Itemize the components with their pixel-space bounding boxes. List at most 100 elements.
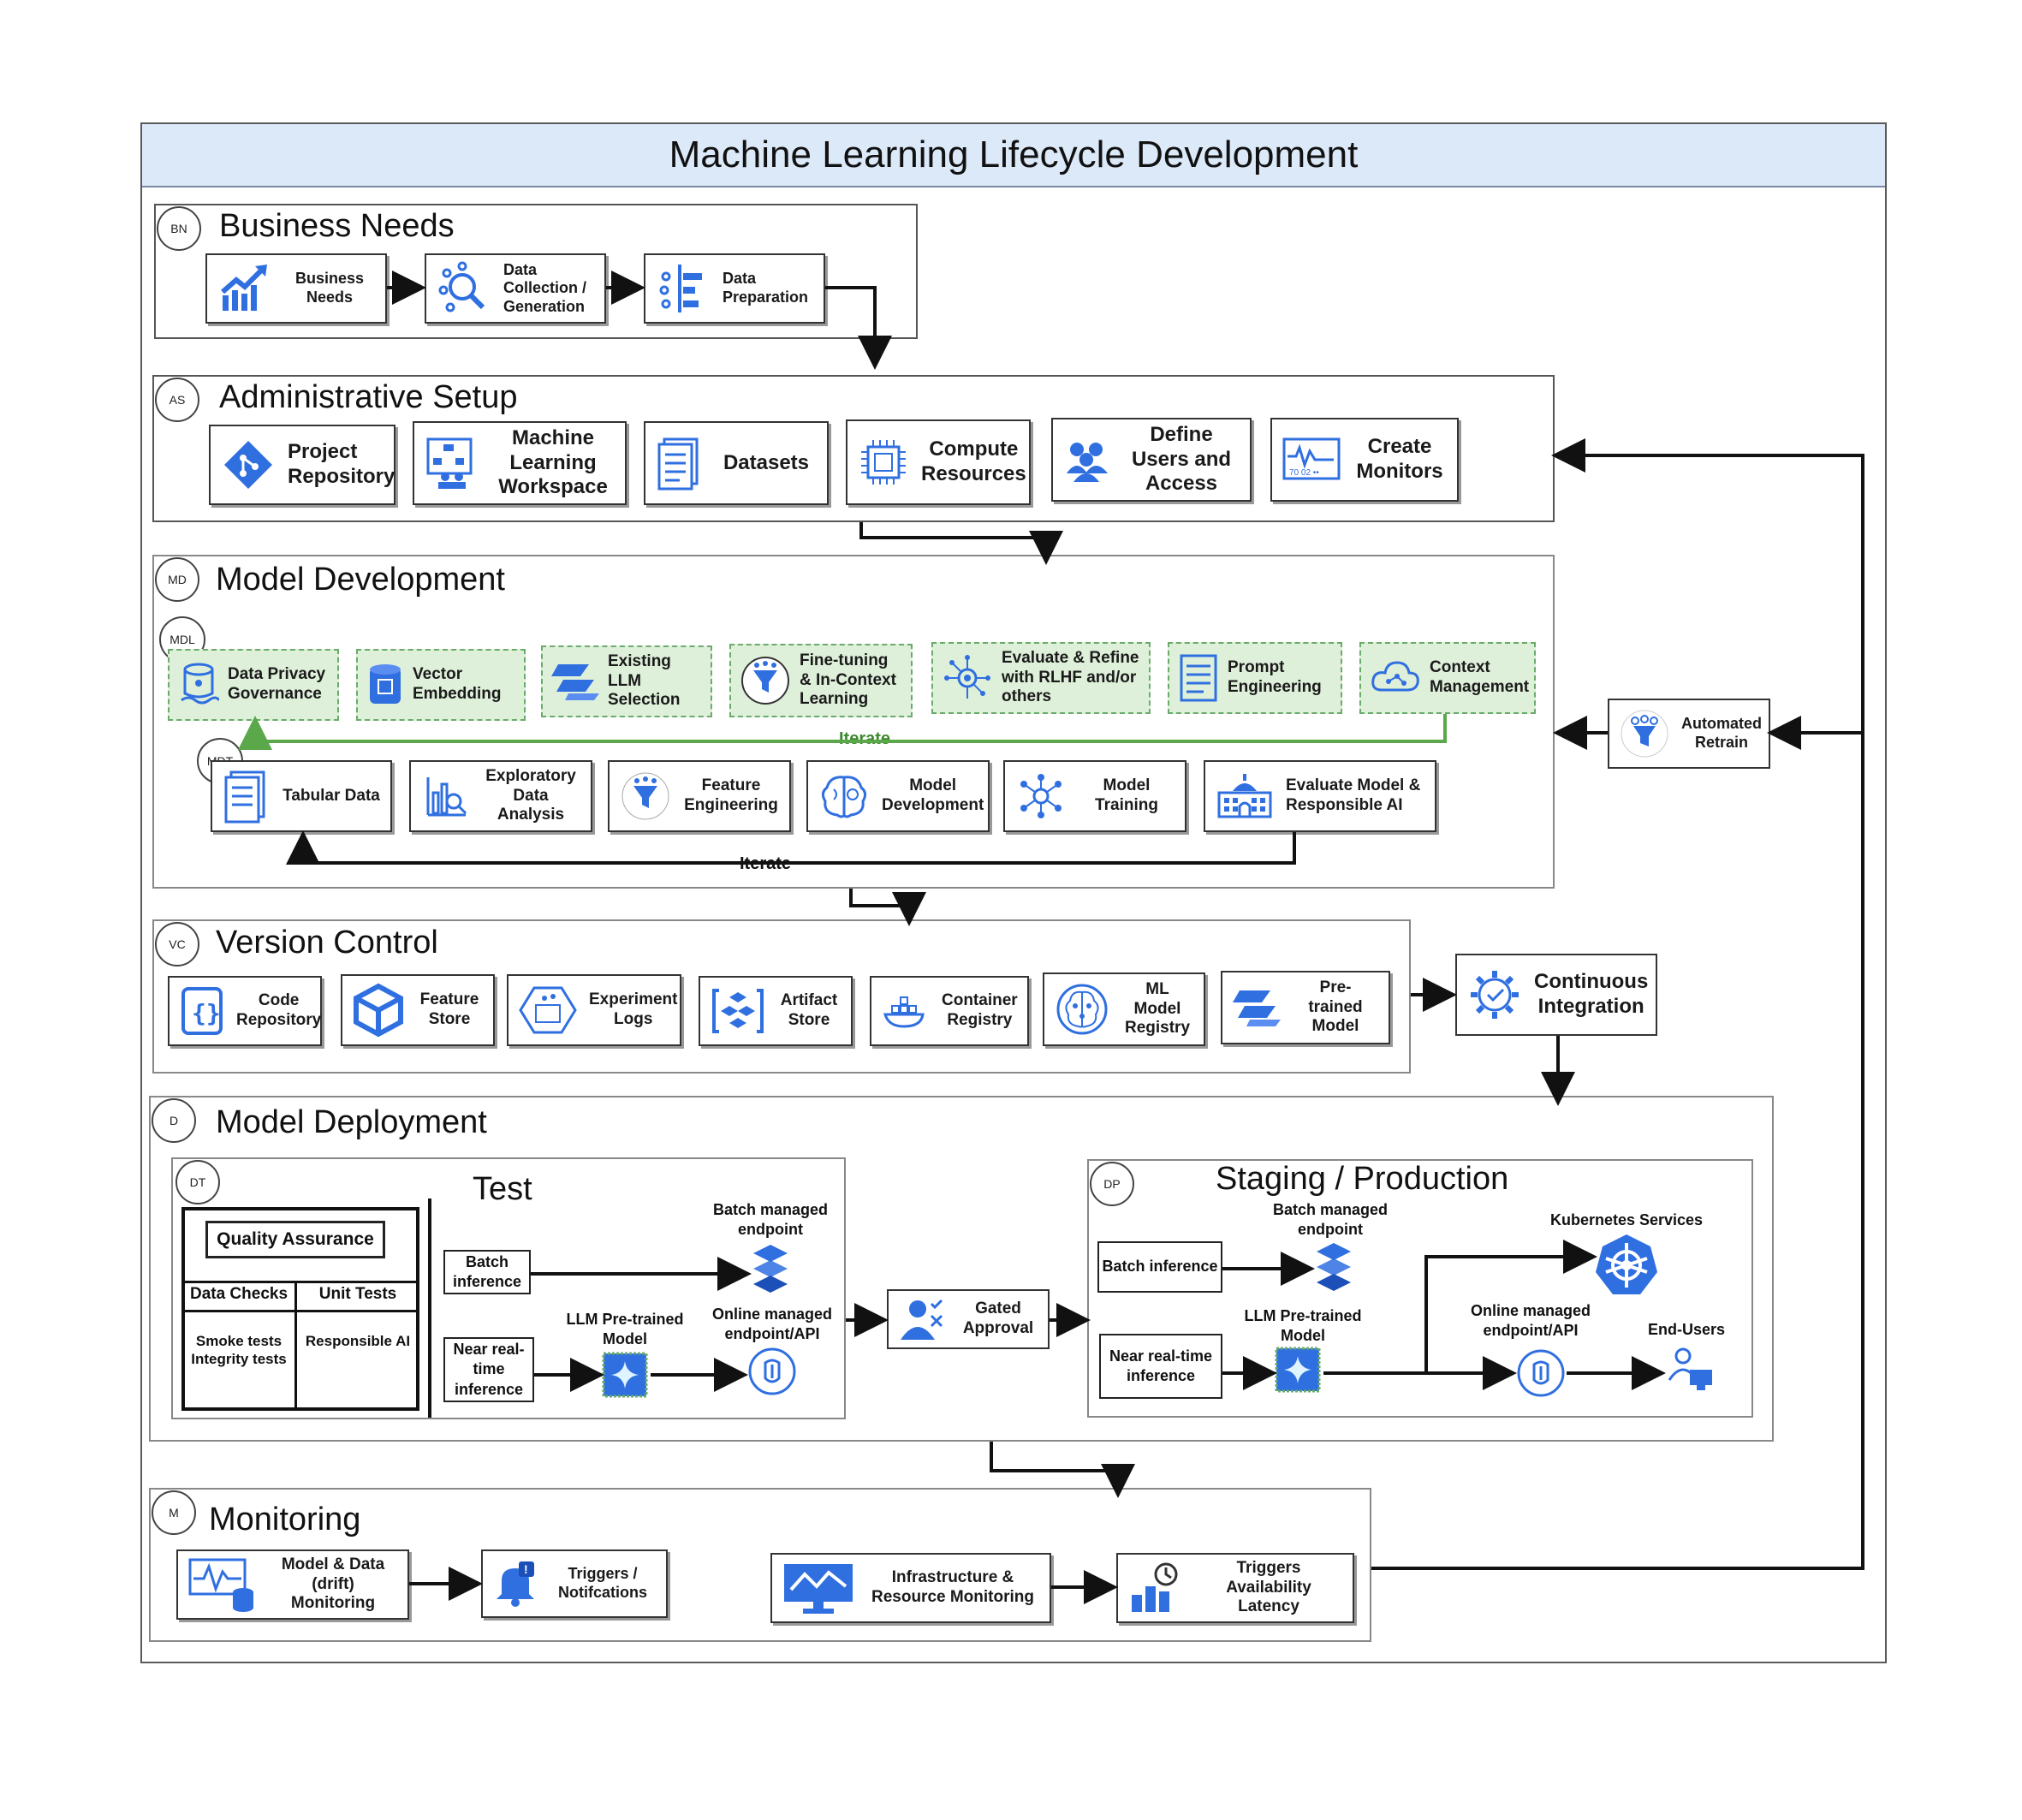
database-icon	[178, 661, 219, 709]
define-users-node[interactable]: Define Users and Access	[1051, 418, 1252, 502]
monitoring-title: Monitoring	[209, 1502, 361, 1537]
kubernetes-icon	[1594, 1233, 1659, 1298]
retrain-icon	[1620, 709, 1669, 758]
tab-item-eda[interactable]: Exploratory Data Analysis	[409, 760, 592, 832]
tab-item-feature-engineering[interactable]: Feature Engineering	[608, 760, 791, 832]
business-needs-title: Business Needs	[219, 208, 455, 244]
chip-icon	[858, 437, 909, 488]
staging-near-realtime[interactable]: Near real-time inference	[1099, 1334, 1222, 1399]
git-icon	[221, 437, 276, 492]
llm-item-fine-tuning[interactable]: Fine-tuning & In-Context Learning	[729, 644, 913, 717]
staging-batch-endpoint-icon	[1315, 1241, 1353, 1293]
ml-workspace-node[interactable]: Machine Learning Workspace	[413, 421, 627, 505]
vc-experiment-logs[interactable]: Experiment Logs	[507, 974, 681, 1046]
datasets-node[interactable]: Datasets	[644, 421, 829, 505]
staging-badge: DP	[1090, 1162, 1134, 1206]
llm-item-data-privacy[interactable]: Data Privacy Governance	[168, 649, 339, 721]
staging-online-endpoint-icon	[1515, 1347, 1567, 1399]
mon-triggers-notifications[interactable]: ! Triggers / Notifcations	[481, 1549, 668, 1618]
vc-pretrained-model[interactable]: Pre-trained Model	[1221, 971, 1390, 1044]
analysis-icon	[421, 772, 469, 820]
arrow-md-to-vc	[849, 889, 926, 926]
mon-triggers-availability[interactable]: Triggers Availability Latency	[1116, 1553, 1354, 1623]
test-batch-inference[interactable]: Batch inference	[443, 1250, 531, 1294]
diagram-title: Machine Learning Lifecycle Development	[142, 124, 1885, 187]
model-development-badge: MD	[155, 557, 199, 602]
cylinder-icon	[366, 661, 404, 709]
test-batch-endpoint-label: Batch managed endpoint	[712, 1201, 829, 1238]
staging-batch-inference[interactable]: Batch inference	[1097, 1241, 1222, 1293]
users-icon	[1063, 436, 1111, 484]
mon-infrastructure[interactable]: Infrastructure & Resource Monitoring	[770, 1553, 1051, 1623]
arrow-deploy-to-mon	[990, 1442, 1135, 1498]
svg-text:70 02 ••: 70 02 ••	[1289, 468, 1319, 478]
building-icon	[1216, 772, 1274, 820]
arrow-llm-iterate	[238, 714, 1447, 750]
llm-item-prompt-engineering[interactable]: Prompt Engineering	[1168, 642, 1342, 714]
vc-code-repository[interactable]: {} Code Repository	[168, 976, 322, 1046]
vc-artifact-store[interactable]: Artifact Store	[699, 976, 853, 1046]
drift-monitor-icon	[188, 1556, 257, 1613]
qa-cell-responsible-ai: Responsible AI	[305, 1333, 411, 1349]
qa-grid	[181, 1207, 419, 1411]
arrow-stg-to-k8s	[1424, 1240, 1597, 1373]
cloud-icon	[1370, 657, 1421, 699]
qa-hline-2	[183, 1310, 418, 1312]
staging-llm-model-label: LLM Pre-trained Model	[1244, 1307, 1362, 1344]
monitor-icon: 70 02 ••	[1282, 436, 1341, 484]
bell-icon: !	[493, 1560, 538, 1608]
test-title: Test	[473, 1171, 532, 1207]
business-needs-node[interactable]: Business Needs	[205, 253, 387, 324]
llm-item-existing-llm[interactable]: Existing LLM Selection	[541, 645, 712, 717]
document-icon	[656, 436, 704, 491]
data-search-icon	[437, 261, 491, 316]
test-badge: DT	[175, 1160, 220, 1204]
funnel-icon	[620, 770, 671, 822]
llm-item-context-management[interactable]: Context Management	[1359, 642, 1536, 714]
braces-icon: {}	[180, 985, 224, 1037]
growth-chart-icon	[217, 261, 272, 316]
compute-resources-node[interactable]: Compute Resources	[846, 419, 1031, 505]
artifact-icon	[711, 985, 765, 1037]
vc-feature-store[interactable]: Feature Store	[341, 974, 495, 1046]
approval-user-icon	[899, 1297, 947, 1341]
data-collection-node[interactable]: Data Collection / Generation	[425, 253, 606, 324]
create-monitors-node[interactable]: 70 02 •• Create Monitors	[1270, 418, 1459, 502]
workspace-icon	[425, 436, 479, 491]
continuous-integration-node[interactable]: Continuous Integration	[1455, 954, 1657, 1036]
vc-ml-model-registry[interactable]: ML Model Registry	[1043, 972, 1205, 1046]
admin-setup-title: Administrative Setup	[219, 379, 518, 415]
svg-text:{}: {}	[192, 999, 221, 1027]
gated-approval-node[interactable]: Gated Approval	[887, 1289, 1050, 1349]
data-preparation-node[interactable]: Data Preparation	[644, 253, 825, 324]
online-endpoint-icon	[746, 1346, 798, 1397]
llm-item-vector-embedding[interactable]: Vector Embedding	[356, 649, 526, 721]
test-near-realtime[interactable]: Near real-time inference	[443, 1337, 534, 1402]
batch-endpoint-icon	[752, 1243, 789, 1294]
arrow-bn-to-as	[825, 286, 892, 370]
test-llm-model-label: LLM Pre-trained Model	[566, 1311, 684, 1347]
tab-item-model-development[interactable]: Model Development	[806, 760, 990, 832]
business-needs-badge: BN	[157, 206, 201, 251]
tab-item-model-training[interactable]: Model Training	[1003, 760, 1186, 832]
cube-icon	[353, 983, 404, 1038]
qa-cell-smoke-tests: Smoke tests Integrity tests	[191, 1333, 287, 1368]
vc-container-registry[interactable]: Container Registry	[870, 976, 1029, 1046]
llm-icon	[551, 661, 599, 702]
ci-gear-icon	[1467, 967, 1522, 1022]
project-repository-node[interactable]: Project Repository	[209, 425, 395, 505]
network-icon	[1015, 772, 1067, 820]
tab-item-evaluate-model[interactable]: Evaluate Model & Responsible AI	[1204, 760, 1436, 832]
test-divider	[428, 1198, 431, 1418]
llm-item-evaluate-rlhf[interactable]: Evaluate & Refine with RLHF and/or other…	[931, 642, 1151, 714]
kubernetes-label: Kubernetes Services	[1549, 1211, 1704, 1228]
qa-hline	[183, 1281, 418, 1283]
tab-item-tabular-data[interactable]: Tabular Data	[211, 760, 392, 832]
arrow-as-to-md	[859, 522, 1063, 565]
automated-retrain-node[interactable]: Automated Retrain	[1608, 699, 1770, 769]
admin-setup-badge: AS	[155, 378, 199, 422]
llm-icon	[1233, 987, 1281, 1028]
infra-monitor-icon	[782, 1561, 854, 1615]
mon-drift-monitoring[interactable]: Model & Data (drift) Monitoring	[176, 1549, 409, 1620]
